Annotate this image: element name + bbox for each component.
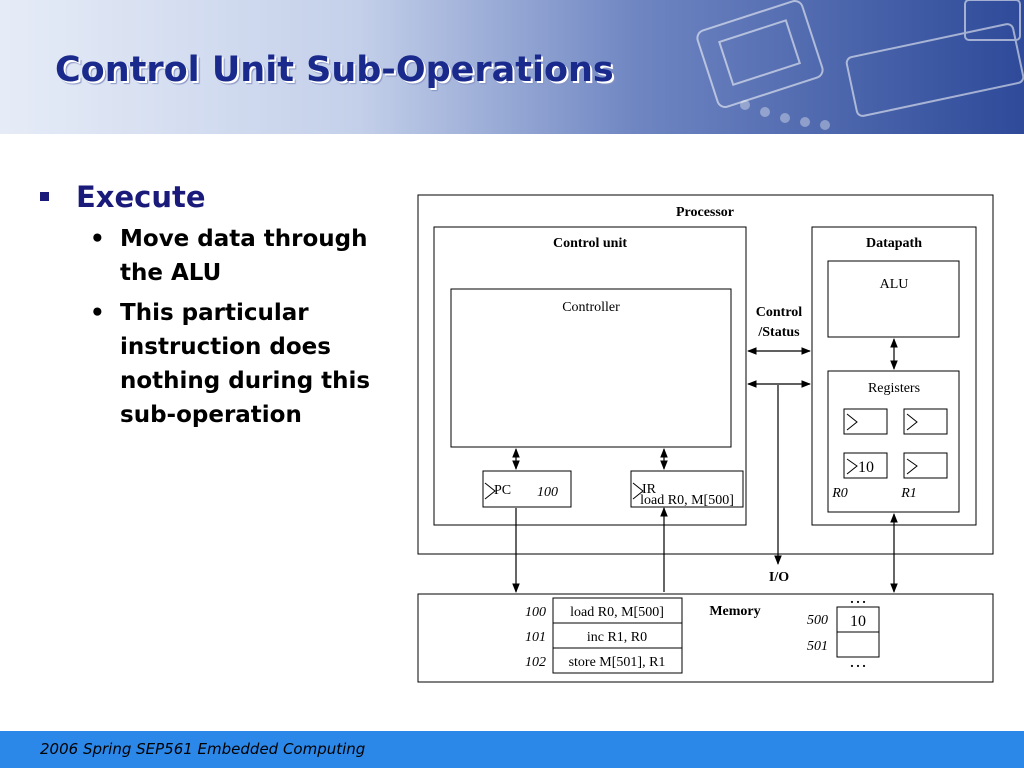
registers-box [827,370,960,513]
bullet-execute-text: Execute [76,180,206,214]
monitor-decoration [964,0,1021,41]
bullet-list: Execute • Move data through the ALU • Th… [38,178,410,432]
ir-label: IR [642,482,657,497]
r0-label: R0 [831,486,848,501]
r1-register-box [903,452,948,479]
control-status-label-line2: /Status [757,325,800,340]
sub-bullet-2-text: This particular instruction does nothing… [120,300,371,428]
memory-content: inc R1, R0 [587,630,647,645]
alu-box [827,260,960,338]
sub-bullet-1-text: Move data through the ALU [120,226,368,286]
data-cell [836,631,880,658]
clock-triangle-icon [906,458,918,475]
clock-triangle-icon [906,413,918,431]
clock-triangle-icon [846,413,858,431]
r0-value: 10 [858,459,874,476]
memory-box [417,593,994,683]
registers-label: Registers [868,381,920,396]
header-banner: Control Unit Sub-Operations [0,0,1024,134]
memory-address: 100 [525,605,546,620]
dot-bullet-icon: • [90,226,105,252]
clock-triangle-icon [484,482,496,500]
ellipsis-below: … [849,651,867,671]
control-unit-box [433,226,747,526]
ir-value: load R0, M[500] [640,493,734,508]
r0-register-box [843,452,888,479]
clock-triangle-icon [632,482,644,500]
datapath-label: Datapath [866,236,922,251]
processor-label: Processor [676,205,734,220]
dot-bullet-icon: • [90,300,105,326]
pc-register-box [482,470,572,508]
sub-bullet-2: • This particular instruction does nothi… [38,296,410,432]
memory-content: store M[501], R1 [569,655,666,670]
data-content: 10 [850,613,866,630]
register-box [843,408,888,435]
footer-text: 2006 Spring SEP561 Embedded Computing [40,740,366,758]
slide-title: Control Unit Sub-Operations [55,50,614,90]
sub-bullet-1: • Move data through the ALU [38,222,410,290]
memory-cell [552,647,683,674]
alu-label: ALU [880,277,909,292]
bullet-execute: Execute [38,178,410,216]
memory-address: 102 [525,655,546,670]
processor-box [417,194,994,555]
processor-memory-diagram: Processor Control unit Controller Datapa… [417,194,994,683]
controller-box [450,288,732,448]
ir-register-box [630,470,744,508]
square-bullet-icon [40,192,49,201]
memory-label: Memory [709,604,760,619]
footer-bar: 2006 Spring SEP561 Embedded Computing [0,731,1024,768]
datapath-box [811,226,977,526]
control-unit-label: Control unit [553,236,627,251]
io-label: I/O [769,570,789,585]
data-address: 500 [807,613,828,628]
r1-label: R1 [900,486,917,501]
pda-screen-decoration [718,19,802,87]
keyboard-decoration [845,23,1024,117]
header-decoration [696,0,1024,130]
data-address: 501 [807,639,828,654]
controller-label: Controller [562,300,620,315]
pc-label: PC [494,483,511,498]
ellipsis-above: … [849,587,867,607]
control-status-label-line1: Control [756,305,803,320]
pc-value: 100 [537,485,558,500]
clock-triangle-icon [846,458,858,475]
register-box [903,408,948,435]
memory-address: 101 [525,630,546,645]
pda-decoration [696,0,824,108]
memory-content: load R0, M[500] [570,605,664,620]
